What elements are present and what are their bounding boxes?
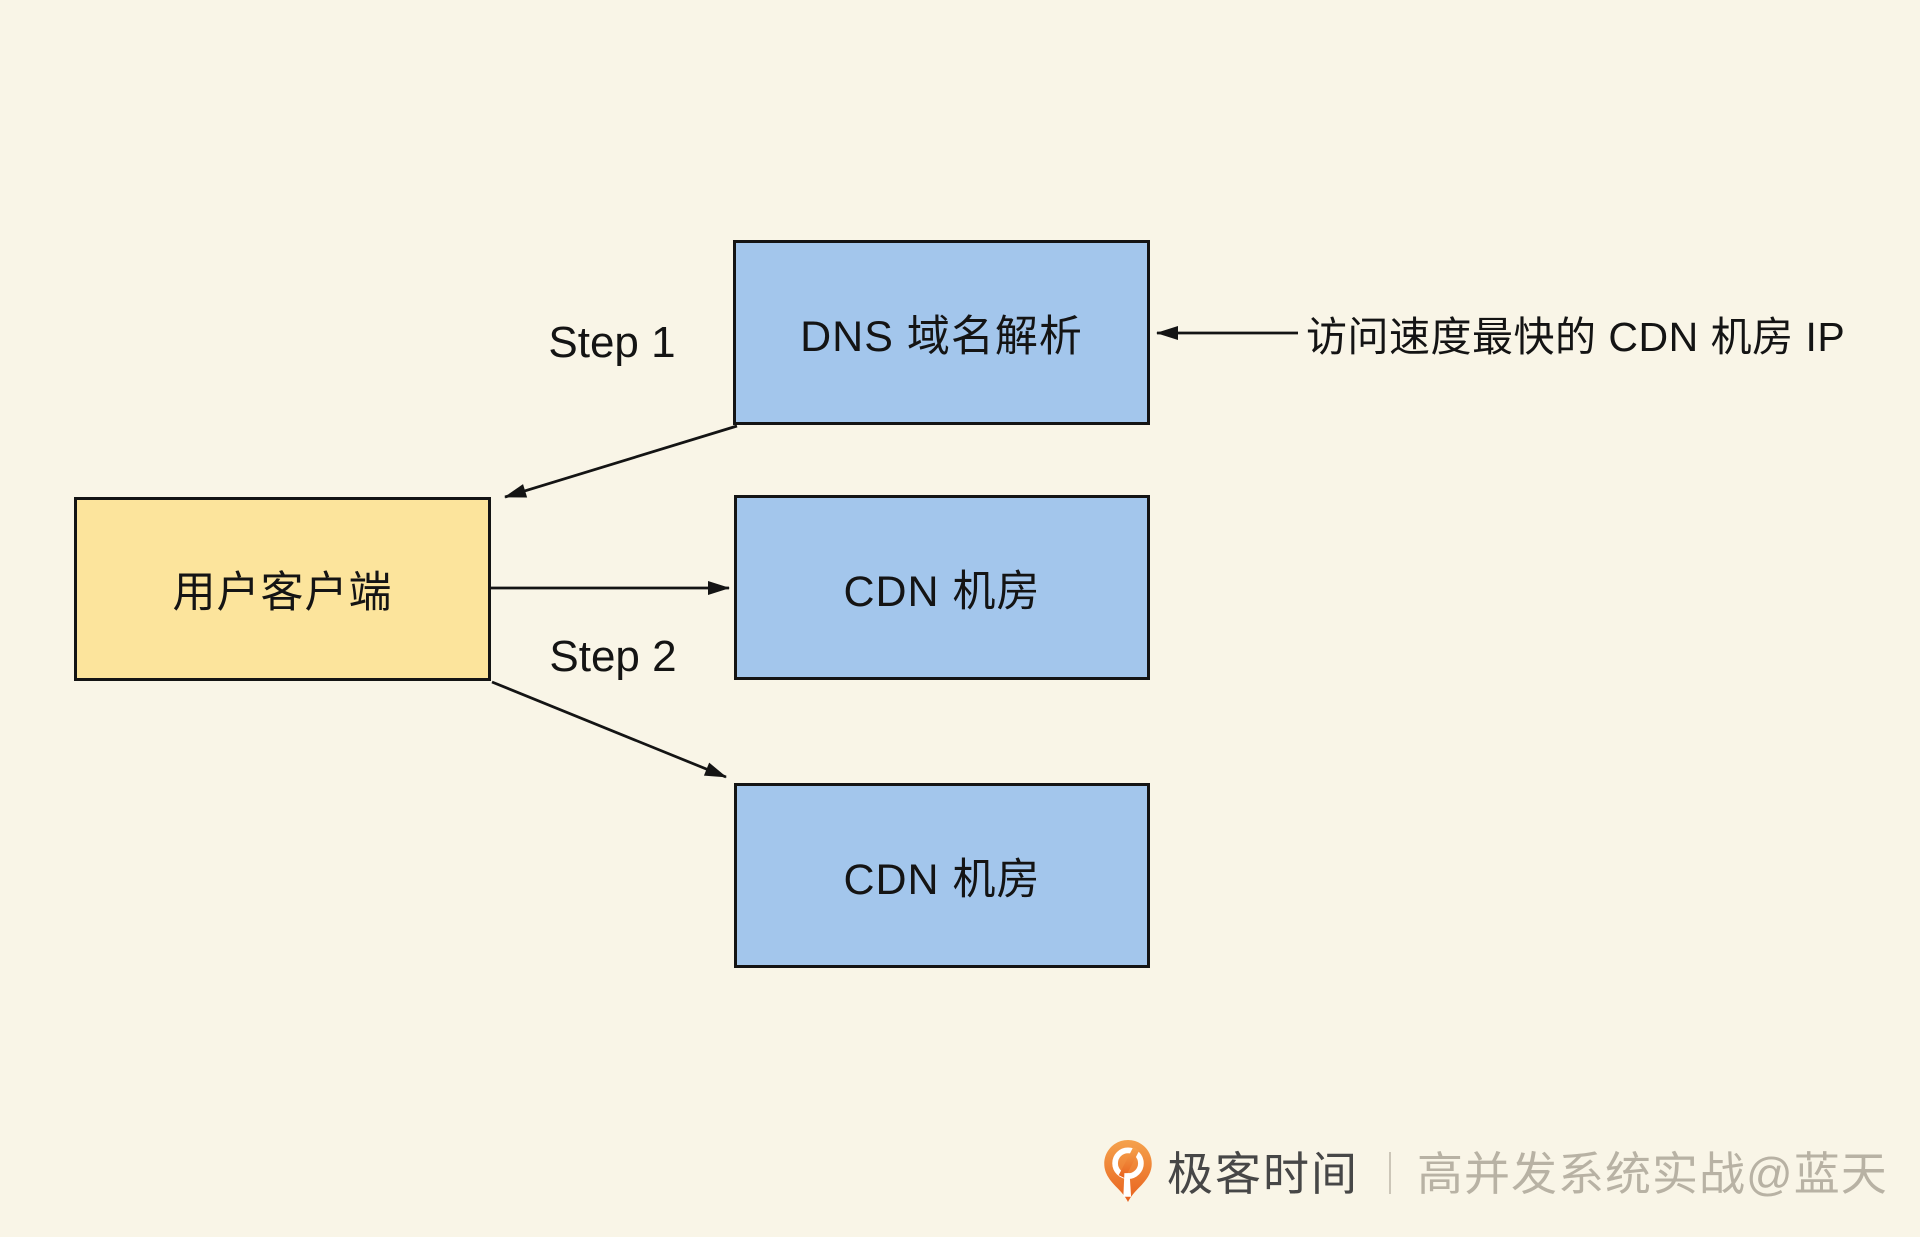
- step-1-label: Step 1: [548, 318, 676, 367]
- arrow-dns-to-client: [504, 424, 738, 499]
- geektime-logo-icon: [1104, 1140, 1152, 1202]
- node-client-label: 用户客户端: [172, 569, 393, 617]
- node-user-client: 用户客户端: [74, 497, 491, 681]
- fastest-cdn-ip-annotation: 访问速度最快的 CDN 机房 IP: [1306, 314, 1846, 360]
- step-2-label: Step 2: [549, 632, 677, 681]
- arrow-client-to-cdn-bottom: [491, 680, 727, 779]
- node-dns-label: DNS 域名解析: [800, 312, 1083, 361]
- geektime-brand-text: 极客时间: [1167, 1148, 1359, 1200]
- node-cdn-1-label: CDN 机房: [843, 567, 1041, 616]
- author-watermark-text: 高并发系统实战@蓝天: [1417, 1148, 1888, 1200]
- node-dns-resolver: DNS 域名解析: [733, 240, 1150, 425]
- footer-watermark-bar: 极客时间 ｜ 高并发系统实战@蓝天: [1103, 1136, 1888, 1206]
- node-cdn-datacenter-2: CDN 机房: [734, 783, 1150, 968]
- node-cdn-2-label: CDN 机房: [843, 855, 1041, 904]
- node-cdn-datacenter-1: CDN 机房: [734, 495, 1150, 680]
- footer-divider: ｜: [1369, 1150, 1412, 1198]
